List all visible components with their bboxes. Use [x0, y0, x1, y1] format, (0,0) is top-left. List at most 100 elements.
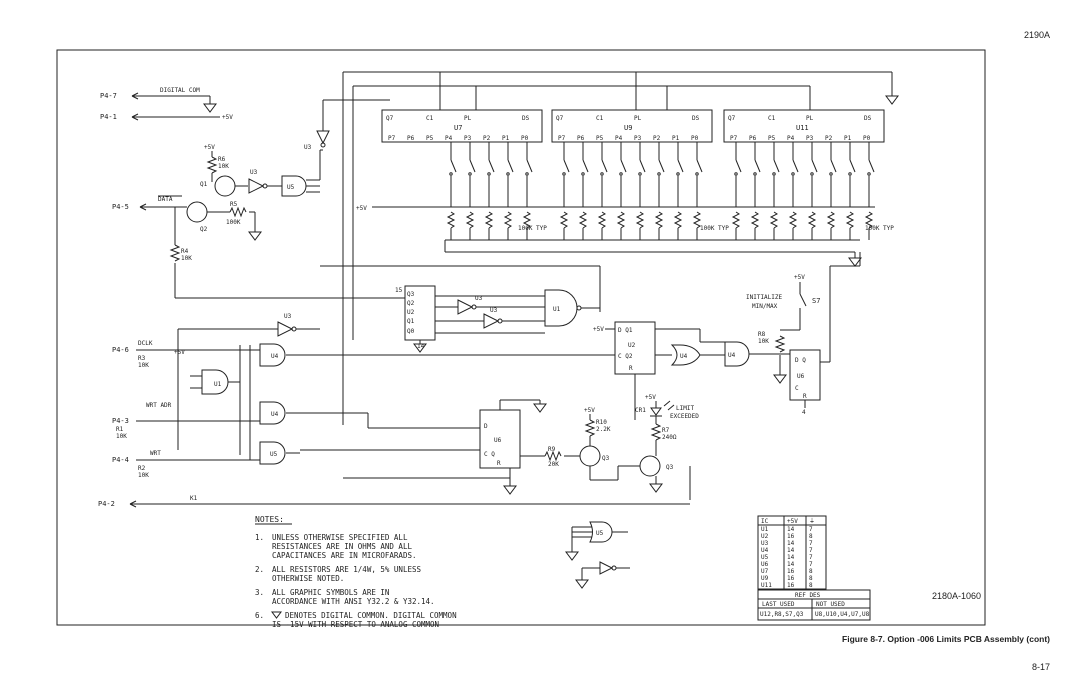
- switch-resistor-pair: [769, 142, 780, 240]
- gate-u5-extra: U5: [565, 521, 628, 561]
- svg-text:+5V: +5V: [204, 144, 215, 151]
- switch-resistor-pair: [503, 142, 514, 240]
- svg-text:U1: U1: [553, 306, 561, 313]
- svg-text:DENOTES DIGITAL COMMON. DIGITA: DENOTES DIGITAL COMMON. DIGITAL COMMON: [285, 611, 457, 620]
- svg-text:U3: U3: [250, 169, 258, 176]
- svg-text:ALL GRAPHIC SYMBOLS ARE IN: ALL GRAPHIC SYMBOLS ARE IN: [272, 588, 389, 597]
- pin-p7: P7: [388, 135, 396, 142]
- table-cell: 14: [787, 561, 795, 568]
- pin-p5: P5: [426, 135, 434, 142]
- svg-text:P4-2: P4-2: [98, 500, 115, 508]
- transistor-q1: [214, 175, 236, 197]
- svg-text:P4-5: P4-5: [112, 203, 129, 211]
- svg-text:R: R: [497, 460, 501, 467]
- table-header: IC: [761, 518, 769, 525]
- gate-u1-nand: U1: [544, 289, 600, 327]
- svg-text:U8,U10,U4,U7,U8: U8,U10,U4,U7,U8: [815, 611, 870, 618]
- pin-p2: P2: [483, 135, 491, 142]
- switch-resistor-pair: [731, 142, 742, 240]
- digital-common-icon: [848, 257, 862, 267]
- svg-text:R: R: [803, 393, 807, 400]
- switch-resistor-pair: [559, 142, 570, 240]
- table-cell: 14: [787, 547, 795, 554]
- svg-text:1.: 1.: [255, 533, 264, 542]
- svg-text:U5: U5: [596, 530, 604, 537]
- svg-text:U3: U3: [284, 313, 292, 320]
- notes-title: NOTES:: [255, 515, 284, 524]
- left-lower-logic: U3 P4-6 DCLK R3 10K +5V U1 U4 P4-3 WRT A…: [112, 313, 480, 479]
- svg-text:R2: R2: [138, 465, 146, 472]
- svg-text:+5V: +5V: [645, 394, 656, 401]
- svg-text:OTHERWISE NOTED.: OTHERWISE NOTED.: [272, 574, 344, 583]
- table-cell: 16: [787, 568, 795, 575]
- table-cell: U1: [761, 526, 769, 533]
- svg-text:INITIALIZE: INITIALIZE: [746, 294, 783, 301]
- svg-text:NOT USED: NOT USED: [816, 601, 845, 608]
- svg-text:R9: R9: [548, 446, 556, 453]
- transistor-q3: Q3: [617, 455, 691, 500]
- pin-p2: P2: [653, 135, 661, 142]
- svg-text:100K TYP: 100K TYP: [700, 225, 729, 232]
- switch-resistor-pair: [616, 142, 627, 240]
- svg-text:6.: 6.: [255, 611, 264, 620]
- svg-text:Q1: Q1: [200, 181, 208, 188]
- svg-text:R10: R10: [596, 419, 607, 426]
- page-number-bottom: 8-17: [1031, 662, 1050, 672]
- table-cell: U3: [761, 540, 769, 547]
- digital-common-icon: [271, 611, 282, 619]
- svg-text:Q3: Q3: [666, 464, 674, 471]
- pin-p3: P3: [464, 135, 472, 142]
- svg-text:ALL RESISTORS ARE 1/4W, 5% UNL: ALL RESISTORS ARE 1/4W, 5% UNLESS: [272, 565, 421, 574]
- gate-u3-top-inverter: U3: [304, 100, 330, 151]
- pin-ds: DS: [522, 115, 530, 122]
- connector-p4-2: P4-2 K1: [98, 495, 690, 508]
- digital-common-icon: [248, 231, 262, 241]
- drawing-border: [56, 49, 986, 626]
- svg-text:+5V: +5V: [222, 114, 233, 121]
- pin-p3: P3: [634, 135, 642, 142]
- table-cell: 8: [809, 575, 813, 582]
- table-cell: 14: [787, 526, 795, 533]
- table-cell: 16: [787, 575, 795, 582]
- table-cell: 7: [809, 547, 813, 554]
- table-header: ⏚: [809, 518, 815, 525]
- digital-common-icon: [773, 374, 787, 384]
- svg-text:P4-1: P4-1: [100, 113, 117, 121]
- digital-common-icon: [413, 343, 427, 353]
- gate-u4-nand-right: U4: [700, 341, 791, 367]
- svg-text:100K TYP: 100K TYP: [865, 225, 894, 232]
- table-header: +5V: [787, 518, 798, 525]
- digital-common-icon: [533, 403, 547, 413]
- switch-resistor-pair: [465, 142, 476, 240]
- svg-text:Q2: Q2: [200, 226, 208, 233]
- table-cell: 14: [787, 554, 795, 561]
- switch-resistor-pair: [826, 142, 837, 240]
- figure-caption: Figure 8-7. Option -006 Limits PCB Assem…: [842, 634, 1050, 644]
- pin-p7: P7: [558, 135, 566, 142]
- q1-q2-input-stage: +5V R6 10K Q1 Q2 P4-5 DATA R4 10K R5 100…: [112, 144, 262, 298]
- svg-text:+5V: +5V: [794, 274, 805, 281]
- gate-u5-nand: U5: [281, 149, 323, 197]
- pin-p1: P1: [502, 135, 510, 142]
- flip-flop-u6: D U6 C Q R: [300, 399, 547, 495]
- svg-text:10K: 10K: [138, 362, 149, 369]
- switch-resistor-pair: [522, 142, 533, 240]
- digital-common-icon: [575, 579, 589, 589]
- svg-text:Q1: Q1: [407, 318, 415, 325]
- svg-text:+5V: +5V: [356, 205, 367, 212]
- svg-text:S7: S7: [812, 297, 820, 305]
- table-cell: 16: [787, 533, 795, 540]
- flip-flop-u2: D Q1 U2 C Q2 R +5V: [353, 321, 701, 420]
- svg-text:U3: U3: [490, 307, 498, 314]
- svg-text:2.: 2.: [255, 565, 264, 574]
- digital-common-icon: [203, 103, 217, 113]
- switch-resistor-pair: [597, 142, 608, 240]
- svg-text:+5V: +5V: [584, 407, 595, 414]
- svg-text:MIN/MAX: MIN/MAX: [752, 303, 778, 310]
- pin-p4: P4: [445, 135, 453, 142]
- digital-common-icon: [503, 485, 517, 495]
- svg-text:10K: 10K: [116, 433, 127, 440]
